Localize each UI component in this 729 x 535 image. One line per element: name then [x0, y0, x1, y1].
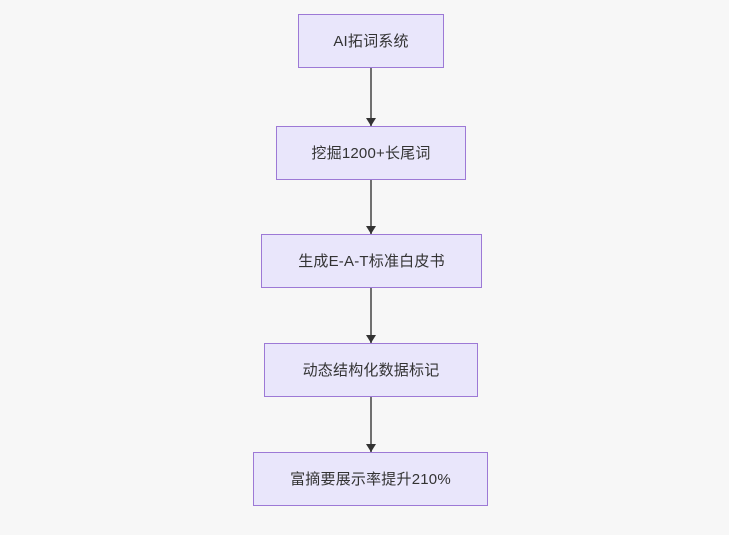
edge-line — [370, 397, 372, 452]
arrow-head-icon — [366, 226, 376, 234]
arrow-head-icon — [366, 118, 376, 126]
flowchart-node-label: 富摘要展示率提升210% — [290, 470, 451, 488]
arrow-head-icon — [366, 335, 376, 343]
arrow-head-icon — [366, 444, 376, 452]
flowchart-node-label: 生成E-A-T标准白皮书 — [298, 252, 445, 270]
flowchart-node-label: 动态结构化数据标记 — [302, 361, 440, 379]
edge-line — [370, 288, 372, 343]
edge-line — [370, 180, 372, 234]
flowchart-node-2[interactable]: 挖掘1200+长尾词 — [276, 126, 466, 180]
flowchart-node-1[interactable]: AI拓词系统 — [298, 14, 444, 68]
flowchart-node-5[interactable]: 富摘要展示率提升210% — [253, 452, 488, 506]
flowchart-node-3[interactable]: 生成E-A-T标准白皮书 — [261, 234, 482, 288]
edge-line — [370, 68, 372, 126]
flowchart-node-label: AI拓词系统 — [333, 32, 409, 50]
flowchart-node-4[interactable]: 动态结构化数据标记 — [264, 343, 478, 397]
flowchart-node-label: 挖掘1200+长尾词 — [311, 144, 431, 162]
